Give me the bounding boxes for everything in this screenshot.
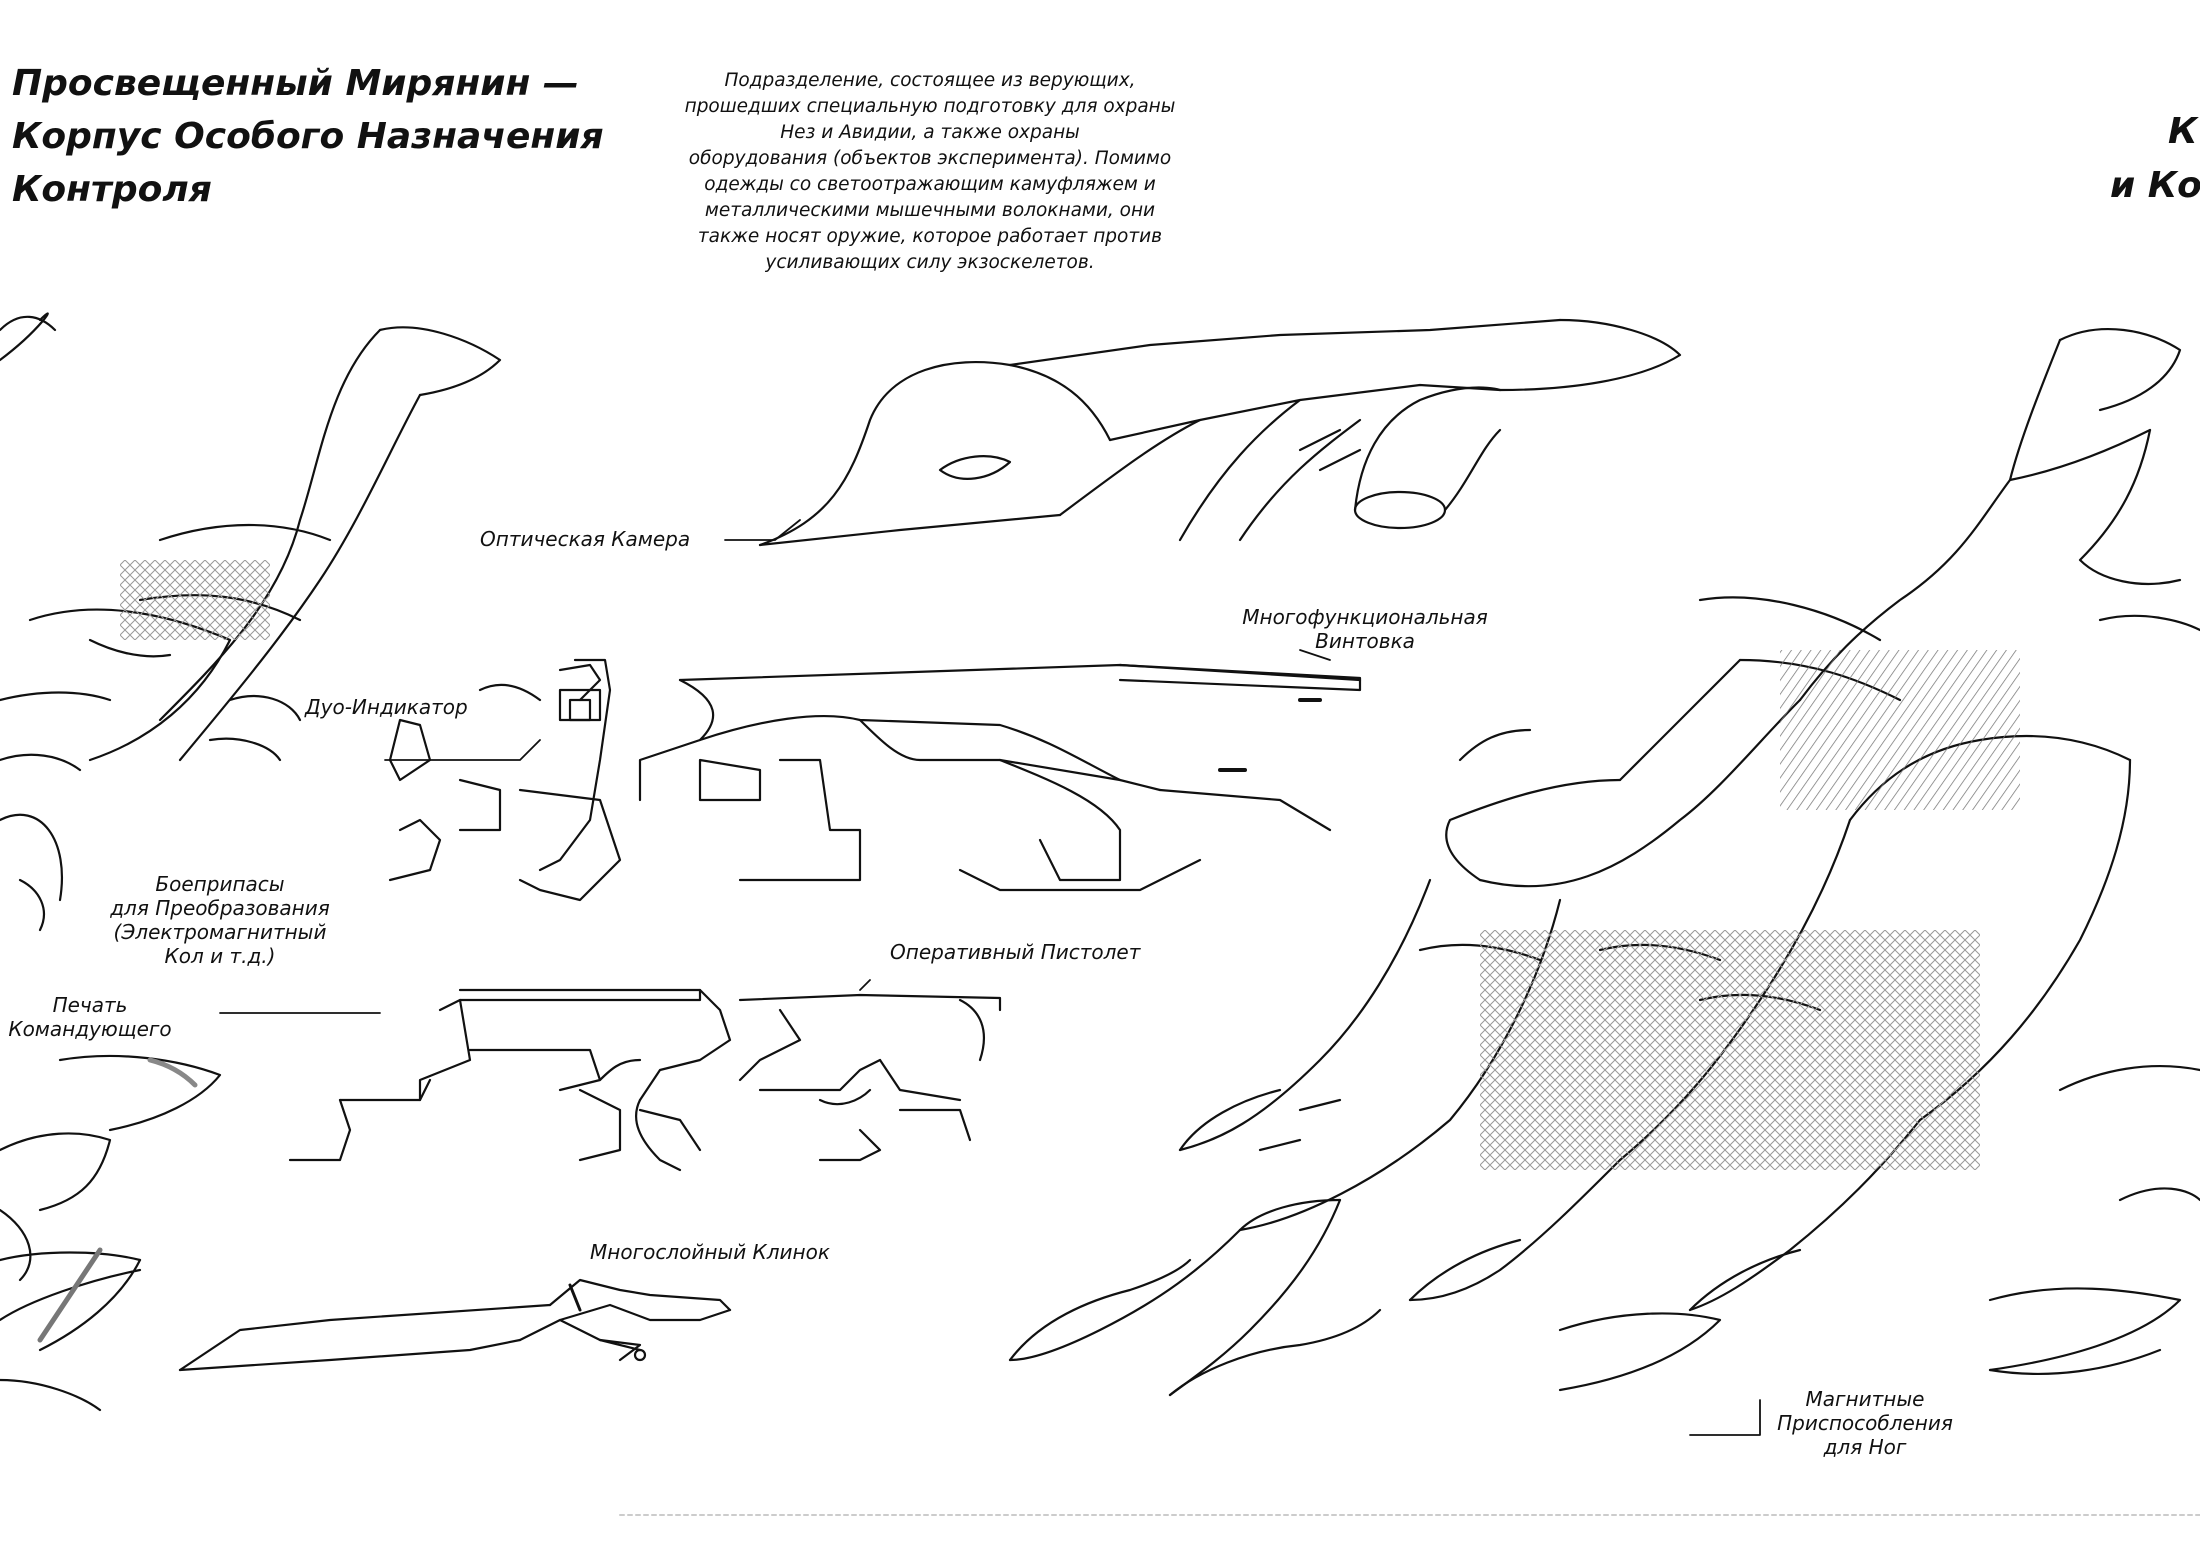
right-figure-sketch bbox=[1008, 328, 2200, 1397]
multifunction-rifle-sketch bbox=[388, 663, 1362, 902]
page-title-line-2: Корпус Особого Назначения bbox=[12, 116, 604, 157]
label-multilayer-blade: Многослойный Клинок bbox=[590, 1240, 830, 1264]
description-line: также носят оружие, которое работает про… bbox=[697, 226, 1163, 247]
description-line: усиливающих силу экзоскелетов. bbox=[765, 252, 1095, 273]
right-figure-texture-1 bbox=[1480, 930, 1980, 1170]
description-line: металлическими мышечными волокнами, они bbox=[704, 200, 1156, 221]
label-line: для Преобразования bbox=[110, 896, 330, 920]
description-line: прошедших специальную подготовку для охр… bbox=[684, 96, 1176, 117]
label-line: Кол и т.д.) bbox=[164, 944, 276, 968]
description-line: одежды со светоотражающим камуфляжем и bbox=[704, 174, 1156, 195]
left-figure-sketch bbox=[0, 312, 502, 932]
callout-lines bbox=[219, 519, 1761, 1436]
multilayer-blade-sketch bbox=[178, 1278, 732, 1372]
label-line: Винтовка bbox=[1315, 629, 1415, 653]
label-line: Приспособления bbox=[1777, 1411, 1953, 1435]
label-operational-pistol: Оперативный Пистолет bbox=[890, 940, 1141, 964]
label-ammo: Боеприпасы для Преобразования (Электрома… bbox=[75, 872, 365, 968]
label-dual-indicator: Дуо-Индикатор bbox=[305, 695, 468, 719]
label-line: Боеприпасы bbox=[155, 872, 285, 896]
operational-pistol-sketch bbox=[288, 988, 1002, 1172]
label-line: Магнитные bbox=[1805, 1387, 1925, 1411]
label-line: Командующего bbox=[8, 1017, 172, 1041]
description-line: Подразделение, состоящее из верующих, bbox=[724, 70, 1136, 91]
dual-indicator-sketch bbox=[388, 658, 612, 882]
description-line: оборудования (объектов эксперимента). По… bbox=[688, 148, 1172, 169]
optical-camera-sketch bbox=[758, 318, 1682, 547]
label-optical-camera: Оптическая Камера bbox=[480, 527, 691, 551]
right-title-line-1: К bbox=[2168, 111, 2198, 152]
label-commander-seal: Печать Командующего bbox=[0, 993, 180, 1041]
right-figure-texture-2 bbox=[1780, 650, 2020, 810]
description-paragraph: Подразделение, состоящее из верующих, пр… bbox=[570, 68, 1290, 276]
label-line: (Электромагнитный bbox=[113, 920, 327, 944]
left-figure-lower-sketch bbox=[0, 1054, 222, 1412]
label-magnetic-foot-devices: Магнитные Приспособления для Ног bbox=[1750, 1387, 1980, 1459]
description-line: Нез и Авидии, а также охраны bbox=[780, 122, 1080, 143]
label-line: Печать bbox=[52, 993, 128, 1017]
label-line: для Ног bbox=[1823, 1435, 1907, 1459]
page-title-line-1: Просвещенный Мирянин — bbox=[12, 63, 579, 104]
label-line: Многофункциональная bbox=[1242, 605, 1488, 629]
page-title-line-3: Контроля bbox=[12, 169, 212, 210]
label-multifunction-rifle: Многофункциональная Винтовка bbox=[1220, 605, 1510, 653]
right-title-line-2: и Ко bbox=[2110, 165, 2200, 206]
